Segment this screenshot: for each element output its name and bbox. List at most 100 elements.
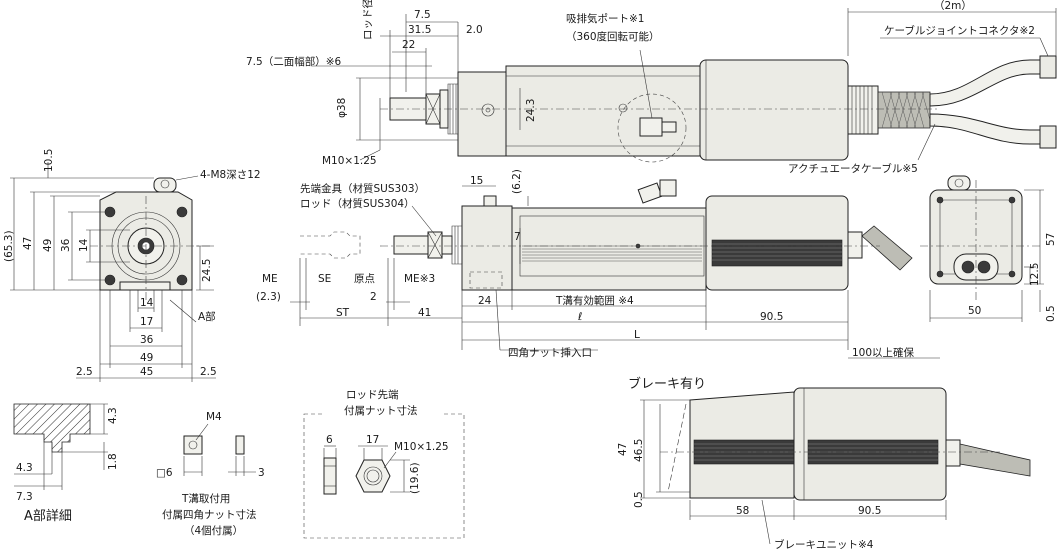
- label-6-2: (6.2): [511, 169, 523, 194]
- label-2-3: (2.3): [256, 291, 281, 303]
- label-port-title: 吸排気ポート※1: [566, 12, 644, 25]
- label-50: 50: [968, 305, 981, 317]
- detail-a-section: [13, 403, 91, 453]
- label-57: 57: [1045, 233, 1057, 246]
- label-24: 24: [478, 295, 492, 307]
- label-31-5: 31.5: [408, 24, 431, 36]
- label-se: SE: [318, 273, 331, 285]
- label-t-slot: T溝有効範囲 ※4: [555, 294, 634, 307]
- label-22: 22: [402, 39, 415, 51]
- label-square-nut: 四角ナット挿入口: [508, 346, 592, 359]
- label-2-5-r: 2.5: [200, 366, 217, 378]
- t-nut-detail: M4 □6 3 T溝取付用 付属四角ナット寸法 （4個付属）: [156, 411, 265, 537]
- label-3: 3: [258, 467, 265, 479]
- label-41: 41: [418, 307, 431, 319]
- t-nut-front: [183, 435, 203, 455]
- label-m4: M4: [206, 411, 222, 423]
- rod-end-nut: ロッド先端 付属ナット寸法 6 17 M10×1.25 (19.6): [303, 388, 465, 539]
- label-dia38: φ38: [336, 98, 348, 118]
- side-view: 先端金具（材質SUS303） ロッド（材質SUS304） 15 (6.2) 7 …: [256, 169, 940, 359]
- label-me: ME: [262, 273, 278, 285]
- label-7-5-top: 7.5: [414, 9, 431, 21]
- label-port-sub: （360度回転可能）: [566, 30, 660, 43]
- label-7-side: 7: [514, 231, 521, 243]
- label-12-5: 12.5: [1029, 263, 1041, 286]
- top-motor: [699, 59, 849, 161]
- label-n19-6: (19.6): [409, 462, 421, 494]
- label-b58: 58: [736, 505, 749, 517]
- label-rodend-t1: ロッド先端: [346, 388, 399, 401]
- label-brake-unit: ブレーキユニット※4: [774, 538, 874, 551]
- label-14-b: 14: [140, 297, 154, 309]
- label-b90-5: 90.5: [858, 505, 881, 517]
- label-min100: 100以上確保: [852, 346, 915, 359]
- label-24-5: 24.5: [201, 259, 213, 282]
- t-nut-side: [235, 435, 245, 455]
- label-65-3: (65.3): [3, 230, 15, 262]
- label-da-1-8: 1.8: [107, 453, 119, 470]
- label-tip-metal: 先端金具（材質SUS303）: [300, 182, 425, 195]
- label-47-front: 47: [22, 237, 34, 250]
- label-sq6: □6: [156, 467, 173, 479]
- label-b47: 47: [617, 443, 629, 456]
- label-2: 2: [370, 291, 377, 303]
- label-da-title: A部詳細: [24, 508, 72, 524]
- top-front-block: [457, 71, 507, 157]
- label-tnut-t3: （4個付属）: [184, 524, 243, 537]
- label-da-7-3: 7.3: [16, 491, 33, 503]
- label-90-5: 90.5: [760, 311, 783, 323]
- label-2m: （2m）: [934, 0, 972, 12]
- rod-nut-side: [323, 457, 337, 495]
- label-big-l: L: [634, 329, 640, 341]
- label-24-3: 24.3: [525, 99, 537, 122]
- label-da-4-3b: 4.3: [16, 462, 33, 474]
- label-b0-5: 0.5: [633, 491, 645, 508]
- top-view: ロッド径 φ22 7.5 31.5 2.0 22 7.5（二面幅部）※6 φ38…: [246, 0, 1057, 175]
- label-0-5-r: 0.5: [1045, 305, 1057, 322]
- top-connector-2: [1039, 125, 1057, 149]
- label-36-b: 36: [140, 334, 154, 346]
- label-b46-5: 46.5: [633, 439, 645, 462]
- label-tnut-t1: T溝取付用: [181, 492, 230, 505]
- label-2-0: 2.0: [466, 24, 483, 36]
- brake-view: ブレーキ有り 47 46.5 0.5 58 90.5 ブレーキユニット※4: [617, 376, 1031, 551]
- label-49-b: 49: [140, 352, 153, 364]
- label-45: 45: [140, 366, 153, 378]
- label-17-b: 17: [140, 316, 153, 328]
- detail-a: 4.3 1.8 4.3 7.3 A部詳細: [13, 403, 119, 524]
- label-14-front: 14: [78, 238, 90, 252]
- label-n17: 17: [366, 434, 379, 446]
- label-rod-mat: ロッド（材質SUS304）: [300, 197, 415, 210]
- label-a-part: A部: [198, 310, 216, 323]
- label-n6: 6: [326, 434, 333, 446]
- rod-nut-hex: [355, 459, 391, 493]
- end-view: 57 12.5 50 0.5: [920, 175, 1057, 322]
- top-cable: [877, 91, 931, 129]
- label-actuator-cable: アクチュエータケーブル※5: [788, 162, 918, 175]
- top-connector-1: [1039, 55, 1057, 79]
- front-view: 10.5 4-M8深さ12 (65.3) 47 49 36 14 24.5 14…: [3, 149, 261, 382]
- label-15: 15: [470, 175, 483, 187]
- label-49-front: 49: [42, 239, 54, 252]
- side-front-block: [461, 205, 513, 291]
- label-cable-conn: ケーブルジョイントコネクタ※2: [884, 24, 1035, 37]
- label-me3: ME※3: [404, 273, 435, 285]
- label-rodend-t2: 付属ナット寸法: [344, 404, 418, 417]
- label-brake-title: ブレーキ有り: [628, 376, 706, 392]
- label-ell: ℓ: [577, 311, 582, 323]
- label-da-4-3: 4.3: [107, 407, 119, 424]
- label-st: ST: [336, 307, 350, 319]
- label-rod-dia: ロッド径 φ22: [361, 0, 374, 40]
- label-2-5-l: 2.5: [76, 366, 93, 378]
- label-n-m10: M10×1.25: [394, 441, 449, 453]
- label-10-5: 10.5: [43, 149, 55, 172]
- top-port-circle: [617, 93, 687, 163]
- label-origin: 原点: [354, 273, 375, 285]
- label-tnut-t2: 付属四角ナット寸法: [162, 508, 257, 521]
- label-m10: M10×1.25: [322, 155, 377, 167]
- label-two-face: 7.5（二面幅部）※6: [246, 55, 341, 68]
- label-m8: 4-M8深さ12: [200, 169, 261, 181]
- label-36-front: 36: [60, 238, 72, 252]
- top-cylinder: [505, 65, 701, 157]
